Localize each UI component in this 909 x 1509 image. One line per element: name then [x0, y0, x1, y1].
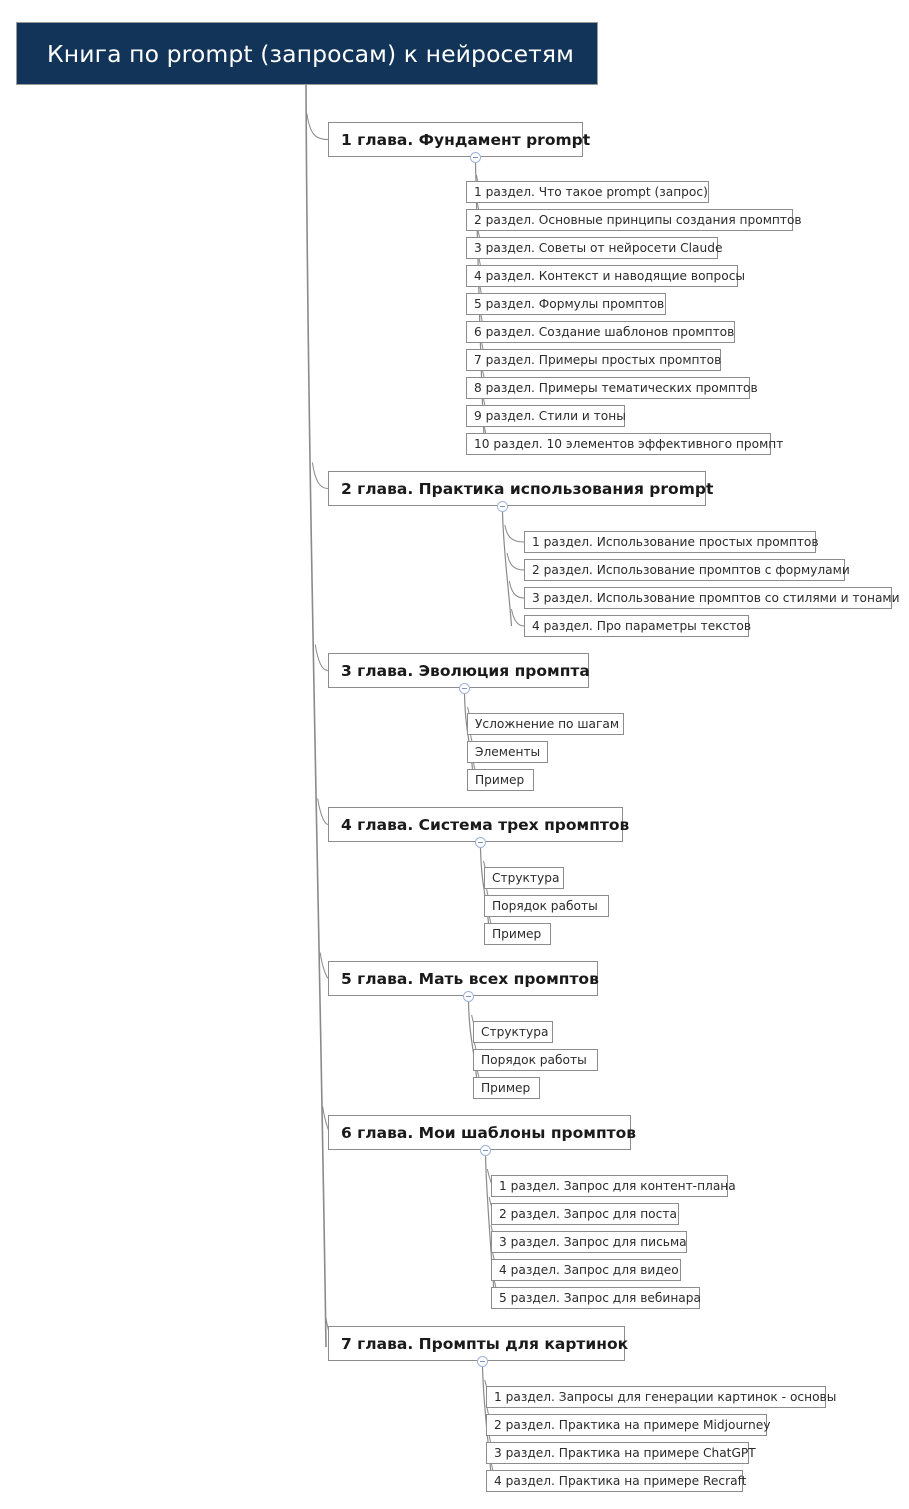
chapter-label: 2 глава. Практика использования prompt	[341, 479, 714, 498]
section-node[interactable]: Порядок работы	[473, 1049, 598, 1071]
section-label: 2 раздел. Запрос для поста	[499, 1207, 677, 1221]
section-label: 4 раздел. Контекст и наводящие вопросы	[474, 269, 746, 283]
chapter-node[interactable]: 5 глава. Мать всех промптов	[328, 961, 599, 996]
section-label: Пример	[475, 773, 525, 787]
section-node[interactable]: 3 раздел. Советы от нейросети Claude	[466, 237, 722, 259]
chapter-label: 3 глава. Эволюция промпта	[341, 661, 590, 680]
section-node[interactable]: Усложнение по шагам	[467, 713, 624, 735]
chapter-label: 1 глава. Фундамент prompt	[341, 130, 591, 149]
section-node[interactable]: Пример	[467, 769, 534, 791]
section-label: 3 раздел. Практика на примере ChatGPT	[494, 1446, 756, 1460]
chapter-label: 6 глава. Мои шаблоны промптов	[341, 1123, 637, 1142]
section-label: 9 раздел. Стили и тоны	[474, 409, 626, 423]
section-node[interactable]: 3 раздел. Практика на примере ChatGPT	[486, 1442, 756, 1464]
section-label: 4 раздел. Про параметры текстов	[532, 619, 752, 633]
section-label: 1 раздел. Запросы для генерации картинок…	[494, 1390, 837, 1404]
collapse-minus-icon[interactable]	[497, 501, 508, 512]
section-label: 7 раздел. Примеры простых промптов	[474, 353, 722, 367]
collapse-minus-icon[interactable]	[470, 152, 481, 163]
chapter-label: 4 глава. Система трех промптов	[341, 815, 630, 834]
chapter-label: 7 глава. Промпты для картинок	[341, 1334, 629, 1353]
section-node[interactable]: 6 раздел. Создание шаблонов промптов	[466, 321, 735, 343]
section-label: 10 раздел. 10 элементов эффективного про…	[474, 437, 784, 451]
root-node[interactable]: Книга по prompt (запросам) к нейросетям	[16, 22, 598, 85]
section-label: 2 раздел. Основные принципы создания про…	[474, 213, 802, 227]
section-label: Элементы	[475, 745, 541, 759]
collapse-minus-icon[interactable]	[477, 1356, 488, 1367]
section-node[interactable]: 1 раздел. Запросы для генерации картинок…	[486, 1386, 836, 1408]
chapter-node[interactable]: 4 глава. Система трех промптов	[328, 807, 629, 842]
section-node[interactable]: 4 раздел. Запрос для видео	[491, 1259, 681, 1281]
section-label: 3 раздел. Использование промптов со стил…	[532, 591, 900, 605]
collapse-minus-icon[interactable]	[459, 683, 470, 694]
section-label: Пример	[481, 1081, 531, 1095]
section-node[interactable]: 5 раздел. Запрос для вебинара	[491, 1287, 701, 1309]
section-node[interactable]: Элементы	[467, 741, 548, 763]
section-node[interactable]: 2 раздел. Практика на примере Midjourney	[486, 1414, 771, 1436]
section-node[interactable]: 3 раздел. Запрос для письма	[491, 1231, 687, 1253]
section-label: Структура	[481, 1025, 549, 1039]
section-node[interactable]: Пример	[484, 923, 551, 945]
section-node[interactable]: 1 раздел. Запрос для контент-плана	[491, 1175, 736, 1197]
section-label: 1 раздел. Запрос для контент-плана	[499, 1179, 736, 1193]
section-label: 2 раздел. Использование промптов с форму…	[532, 563, 850, 577]
section-node[interactable]: 4 раздел. Про параметры текстов	[524, 615, 752, 637]
root-title: Книга по prompt (запросам) к нейросетям	[47, 39, 574, 68]
section-node[interactable]: 1 раздел. Использование простых промптов	[524, 531, 819, 553]
section-node[interactable]: 9 раздел. Стили и тоны	[466, 405, 626, 427]
section-node[interactable]: 7 раздел. Примеры простых промптов	[466, 349, 721, 371]
section-label: 3 раздел. Советы от нейросети Claude	[474, 241, 723, 255]
section-label: 8 раздел. Примеры тематических промптов	[474, 381, 758, 395]
section-node[interactable]: 4 раздел. Практика на примере Recraft	[486, 1470, 747, 1492]
section-node[interactable]: 4 раздел. Контекст и наводящие вопросы	[466, 265, 745, 287]
section-node[interactable]: 2 раздел. Запрос для поста	[491, 1203, 679, 1225]
section-label: 6 раздел. Создание шаблонов промптов	[474, 325, 735, 339]
section-label: 4 раздел. Практика на примере Recraft	[494, 1474, 747, 1488]
section-node[interactable]: Структура	[473, 1021, 553, 1043]
section-label: 5 раздел. Запрос для вебинара	[499, 1291, 701, 1305]
collapse-minus-icon[interactable]	[463, 991, 474, 1002]
section-node[interactable]: 2 раздел. Основные принципы создания про…	[466, 209, 802, 231]
section-node[interactable]: 10 раздел. 10 элементов эффективного про…	[466, 433, 783, 455]
chapter-node[interactable]: 3 глава. Эволюция промпта	[328, 653, 590, 688]
section-node[interactable]: 5 раздел. Формулы промптов	[466, 293, 666, 315]
section-label: Пример	[492, 927, 542, 941]
section-label: 3 раздел. Запрос для письма	[499, 1235, 687, 1249]
section-node[interactable]: 1 раздел. Что такое prompt (запрос)	[466, 181, 709, 203]
chapter-node[interactable]: 7 глава. Промпты для картинок	[328, 1326, 629, 1361]
section-node[interactable]: Пример	[473, 1077, 540, 1099]
section-label: 5 раздел. Формулы промптов	[474, 297, 665, 311]
section-node[interactable]: 3 раздел. Использование промптов со стил…	[524, 587, 900, 609]
section-node[interactable]: 8 раздел. Примеры тематических промптов	[466, 377, 758, 399]
section-label: 4 раздел. Запрос для видео	[499, 1263, 679, 1277]
section-node[interactable]: Порядок работы	[484, 895, 609, 917]
section-label: 1 раздел. Что такое prompt (запрос)	[474, 185, 708, 199]
section-label: 1 раздел. Использование простых промптов	[532, 535, 819, 549]
section-label: Порядок работы	[492, 899, 598, 913]
section-label: 2 раздел. Практика на примере Midjourney	[494, 1418, 771, 1432]
section-label: Порядок работы	[481, 1053, 587, 1067]
section-node[interactable]: 2 раздел. Использование промптов с форму…	[524, 559, 850, 581]
chapter-node[interactable]: 1 глава. Фундамент prompt	[328, 122, 590, 157]
collapse-minus-icon[interactable]	[480, 1145, 491, 1156]
collapse-minus-icon[interactable]	[475, 837, 486, 848]
section-label: Усложнение по шагам	[475, 717, 620, 731]
section-label: Структура	[492, 871, 560, 885]
chapter-node[interactable]: 2 глава. Практика использования prompt	[328, 471, 713, 506]
section-node[interactable]: Структура	[484, 867, 564, 889]
chapter-node[interactable]: 6 глава. Мои шаблоны промптов	[328, 1115, 636, 1150]
chapter-label: 5 глава. Мать всех промптов	[341, 969, 599, 988]
